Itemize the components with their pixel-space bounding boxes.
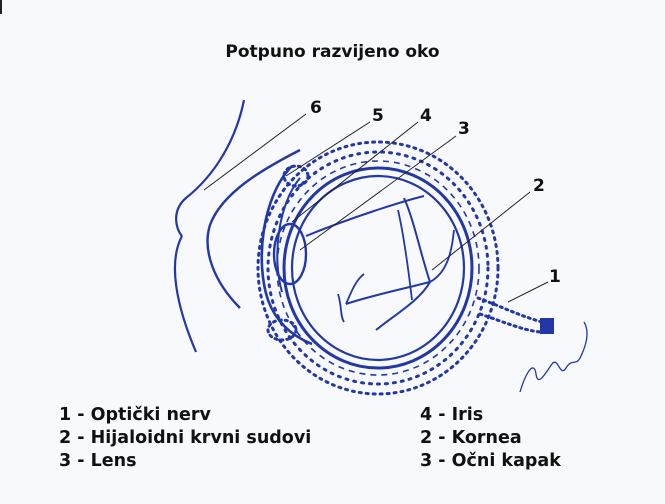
hyaloid-vessel-8 [430,230,454,282]
retina-ring-inner [292,176,464,360]
hyaloid-vessel-4 [346,282,430,304]
hyaloid-vessel-7 [398,210,412,300]
eyelid-lower-curve [175,236,196,352]
legend-right-2: 2 - Kornea [420,428,522,448]
optic-nerve-end [540,318,554,334]
hyaloid-vessel-6 [338,294,344,322]
outer-dot-ring-2 [268,152,488,384]
legend-left-2: 2 - Hijaloidni krvni sudovi [59,428,311,448]
legend-right-1: 4 - Iris [420,405,483,425]
optic-nerve-stalk-2 [480,314,540,332]
outer-dot-ring [258,142,498,394]
legend-left-3: 3 - Lens [59,451,137,471]
legend-left-1: 1 - Optički nerv [59,405,211,425]
legend-right-3: 3 - Očni kapak [420,451,561,471]
